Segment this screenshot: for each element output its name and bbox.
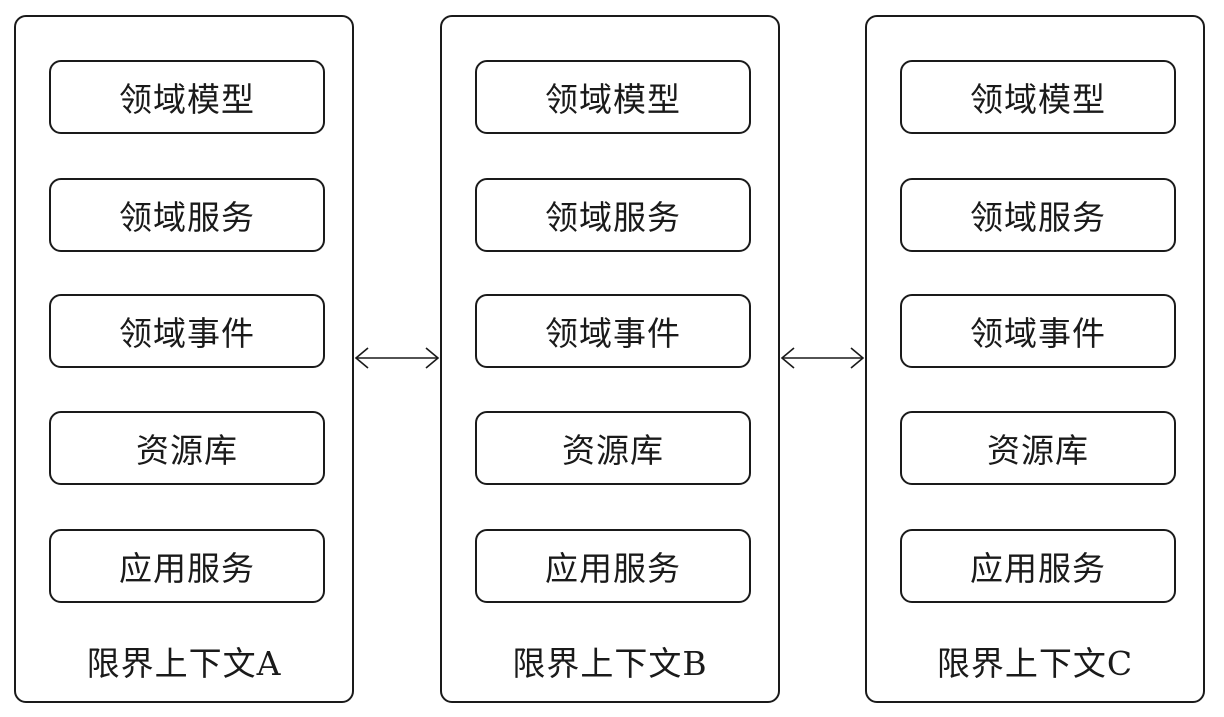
context-c-application-service: 应用服务 <box>900 529 1176 603</box>
context-b-domain-event: 领域事件 <box>475 294 751 368</box>
context-b-domain-service: 领域服务 <box>475 178 751 252</box>
bounded-context-a: 领域模型 领域服务 领域事件 资源库 应用服务 限界上下文A <box>14 15 354 703</box>
context-a-repository: 资源库 <box>49 411 325 485</box>
context-c-label: 限界上下文C <box>936 644 1134 683</box>
bounded-context-c: 领域模型 领域服务 领域事件 资源库 应用服务 限界上下文C <box>865 15 1205 703</box>
context-b-label: 限界上下文B <box>512 644 708 683</box>
context-a-application-service: 应用服务 <box>49 529 325 603</box>
bounded-context-b: 领域模型 领域服务 领域事件 资源库 应用服务 限界上下文B <box>440 15 780 703</box>
context-a-domain-event: 领域事件 <box>49 294 325 368</box>
context-b-domain-model: 领域模型 <box>475 60 751 134</box>
context-c-repository: 资源库 <box>900 411 1176 485</box>
context-c-domain-model: 领域模型 <box>900 60 1176 134</box>
connector-a-b <box>354 347 440 369</box>
context-b-application-service: 应用服务 <box>475 529 751 603</box>
context-c-domain-service: 领域服务 <box>900 178 1176 252</box>
connector-b-c <box>780 347 865 369</box>
context-a-domain-model: 领域模型 <box>49 60 325 134</box>
context-a-label: 限界上下文A <box>86 644 282 683</box>
context-b-repository: 资源库 <box>475 411 751 485</box>
context-c-domain-event: 领域事件 <box>900 294 1176 368</box>
context-a-domain-service: 领域服务 <box>49 178 325 252</box>
